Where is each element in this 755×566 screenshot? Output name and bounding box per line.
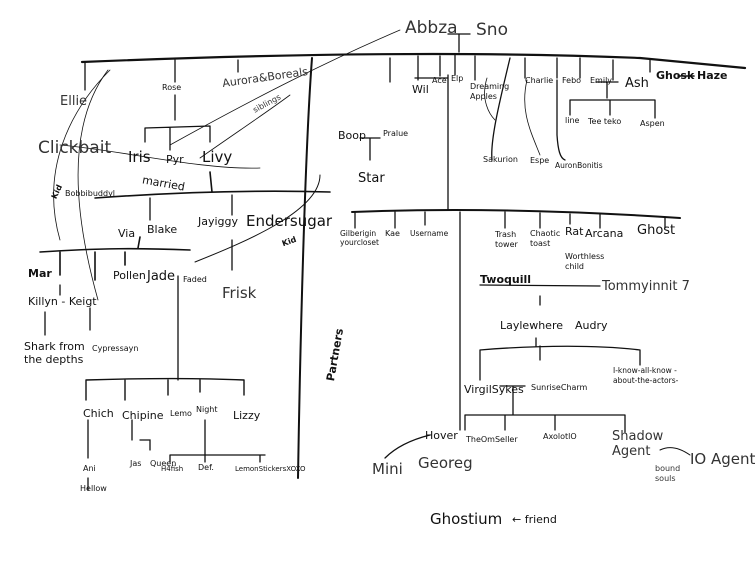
node-faded: Faded [183,275,207,284]
node-chipine: Chipine [122,409,164,422]
node-worthless-child: Worthless child [565,252,605,271]
node-jayiggy: Jayiggy [198,215,239,228]
node-arcana: Arcana [585,227,624,240]
node-night: Night [196,405,218,414]
node-blake: Blake [147,223,178,236]
node-shark: Shark from the depths [24,340,85,367]
node-via: Via [118,227,136,240]
node-espe: Espe [530,156,550,165]
node-ani: Ani [83,464,96,473]
node-queen: Queen [150,459,177,468]
node-abbza: Abbza [405,18,458,38]
node-trash-tower: Trash tower [495,230,518,249]
node-chaotic-toast: Chaotic toast [530,229,561,248]
node-i-know: I-know-all-know -about-the-actors- [613,366,679,385]
node-mar: Mar [28,267,52,280]
abbza-sno-tee [447,33,471,53]
node-iris: Iris [128,148,151,166]
label-bound-souls: bound souls [655,464,681,483]
node-emily: Emily [590,76,613,85]
node-frisk: Frisk [222,284,257,302]
node-rat: Rat [565,225,584,238]
node-pralue: Pralue [383,129,409,138]
node-ghostium: Ghostium [430,510,503,528]
node-endersugar: Endersugar [246,212,333,230]
label-friend: ← friend [512,513,557,526]
node-haze: Haze [697,69,728,82]
node-axolotl0: AxolotlO [543,432,577,441]
node-ghost: Ghost [637,223,676,238]
node-charlie: Charlie [525,76,554,85]
node-dreaming-apples: Dreaming Apples [470,82,510,101]
grandchildren-bar [85,377,245,401]
node-pollen: Pollen [113,269,146,282]
node-hellow: Hellow [80,484,107,493]
node-aspen: Aspen [640,119,665,128]
node-virgil-sykes: VirgilSykes [464,383,524,396]
node-tommyinnit: Tommyinnit 7 [602,279,690,294]
node-h4fish: H4fish [161,465,184,473]
node-febo: Febo [562,76,582,85]
node-aurora-bonitis: AuronBonitis [555,161,603,170]
node-lizzy: Lizzy [233,409,261,422]
node-rose: Rose [162,83,182,92]
node-ghosk: Ghosk [656,69,695,82]
node-clickbait: Clickbait [38,138,112,158]
node-sunrise: SunriseCharm [531,383,588,392]
node-lemon: LemonStickersXOXO [235,465,306,473]
node-jade: Jade [147,269,176,284]
node-io-agent: IO Agent [690,450,755,468]
node-teeteko: Tee teko [588,117,622,126]
node-sno: Sno [476,20,508,40]
node-georeg: Georeg [418,454,473,472]
node-def: Def. [198,463,214,472]
node-line: line [565,116,580,125]
node-sakurion: Sakurion [483,155,518,164]
node-ash: Ash [625,76,649,91]
right-generation-bar [351,209,681,219]
node-boop: Boop [338,129,366,142]
node-elp: Elp [451,74,464,83]
node-wil: Wil [412,83,429,96]
node-star: Star [358,171,385,186]
node-username: Username [410,229,449,238]
node-killyn-keigt: Killyn - Keigt [28,295,97,308]
node-mini: Mini [372,460,403,478]
node-twoquill: Twoquill [480,273,532,286]
node-bobbybuddy: Bobbibuddyl [65,189,116,198]
node-hover: Hover [425,429,458,442]
node-cypress: Cypressayn [92,344,139,353]
node-ellie: Ellie [60,94,88,109]
partners-line [297,57,313,479]
node-ace: Ace [432,76,447,85]
node-jas: Jas [130,459,142,468]
node-kae: Kae [385,229,400,238]
node-lemo: Lemo [170,409,192,418]
node-gilberigin: Gilberigin yourcloset [340,229,379,247]
top-generation-bar [80,52,747,70]
node-chich: Chich [83,407,114,420]
node-pyr: Pyr [166,153,184,166]
node-laylewhere: Laylewhere [500,319,563,332]
node-shadow-agent: Shadow Agent [612,429,664,459]
node-livy: Livy [202,148,233,166]
node-theomseller: TheOmSeller [466,435,518,444]
node-audry: Audry [575,319,608,332]
